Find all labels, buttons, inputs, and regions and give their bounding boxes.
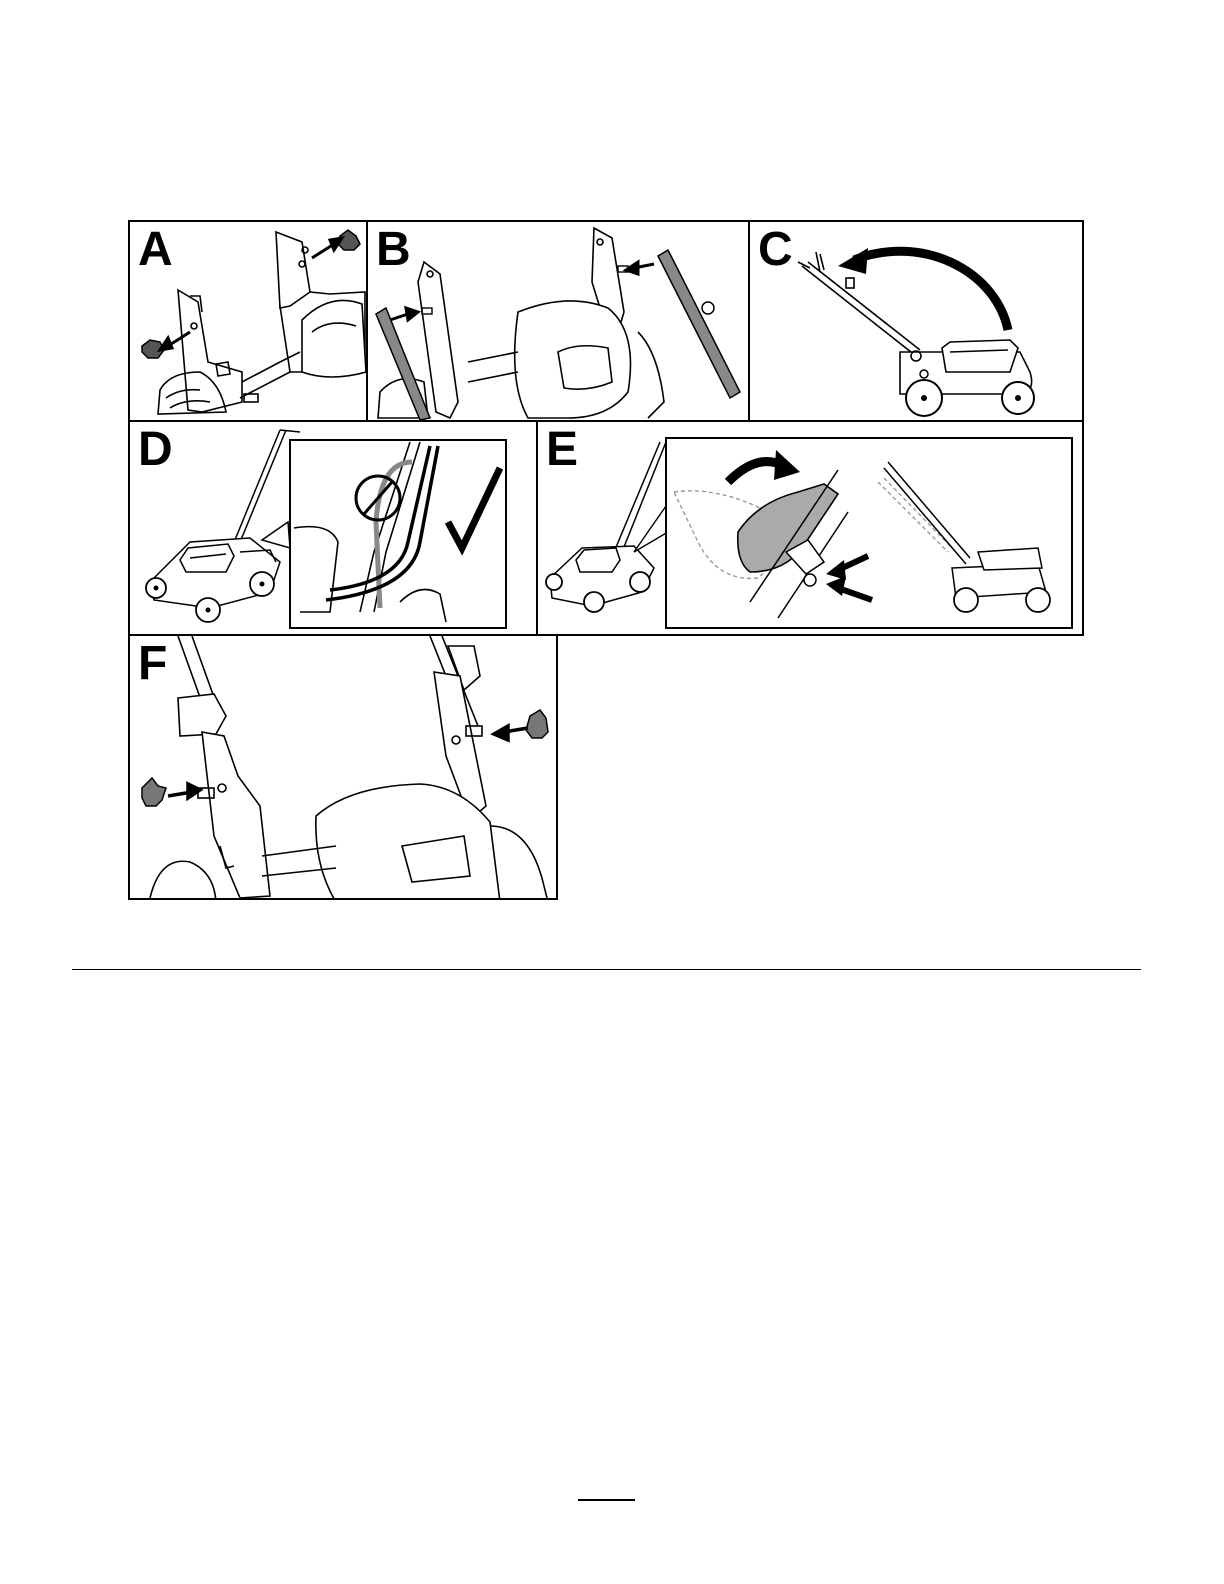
panel-f-label: F: [138, 636, 167, 692]
panel-d-illustration: [130, 422, 538, 636]
assembly-figure: A: [128, 220, 1084, 900]
panel-a: A: [128, 220, 368, 422]
panel-e-illustration: [538, 422, 1084, 636]
panel-f: F: [128, 634, 558, 900]
panel-c-illustration: [750, 222, 1084, 422]
panel-e-label: E: [546, 422, 578, 478]
panel-b: B: [366, 220, 750, 422]
panel-d-label: D: [138, 422, 173, 478]
horizontal-rule: [72, 969, 1141, 970]
panel-b-label: B: [376, 222, 411, 278]
panel-f-illustration: [130, 636, 558, 900]
panel-e: E: [536, 420, 1084, 636]
panel-d: D: [128, 420, 538, 636]
panel-c-label: C: [758, 222, 793, 278]
panel-b-illustration: [368, 222, 750, 422]
panel-c: C: [748, 220, 1084, 422]
panel-a-label: A: [138, 222, 173, 278]
page-number-rule: [578, 1499, 635, 1501]
